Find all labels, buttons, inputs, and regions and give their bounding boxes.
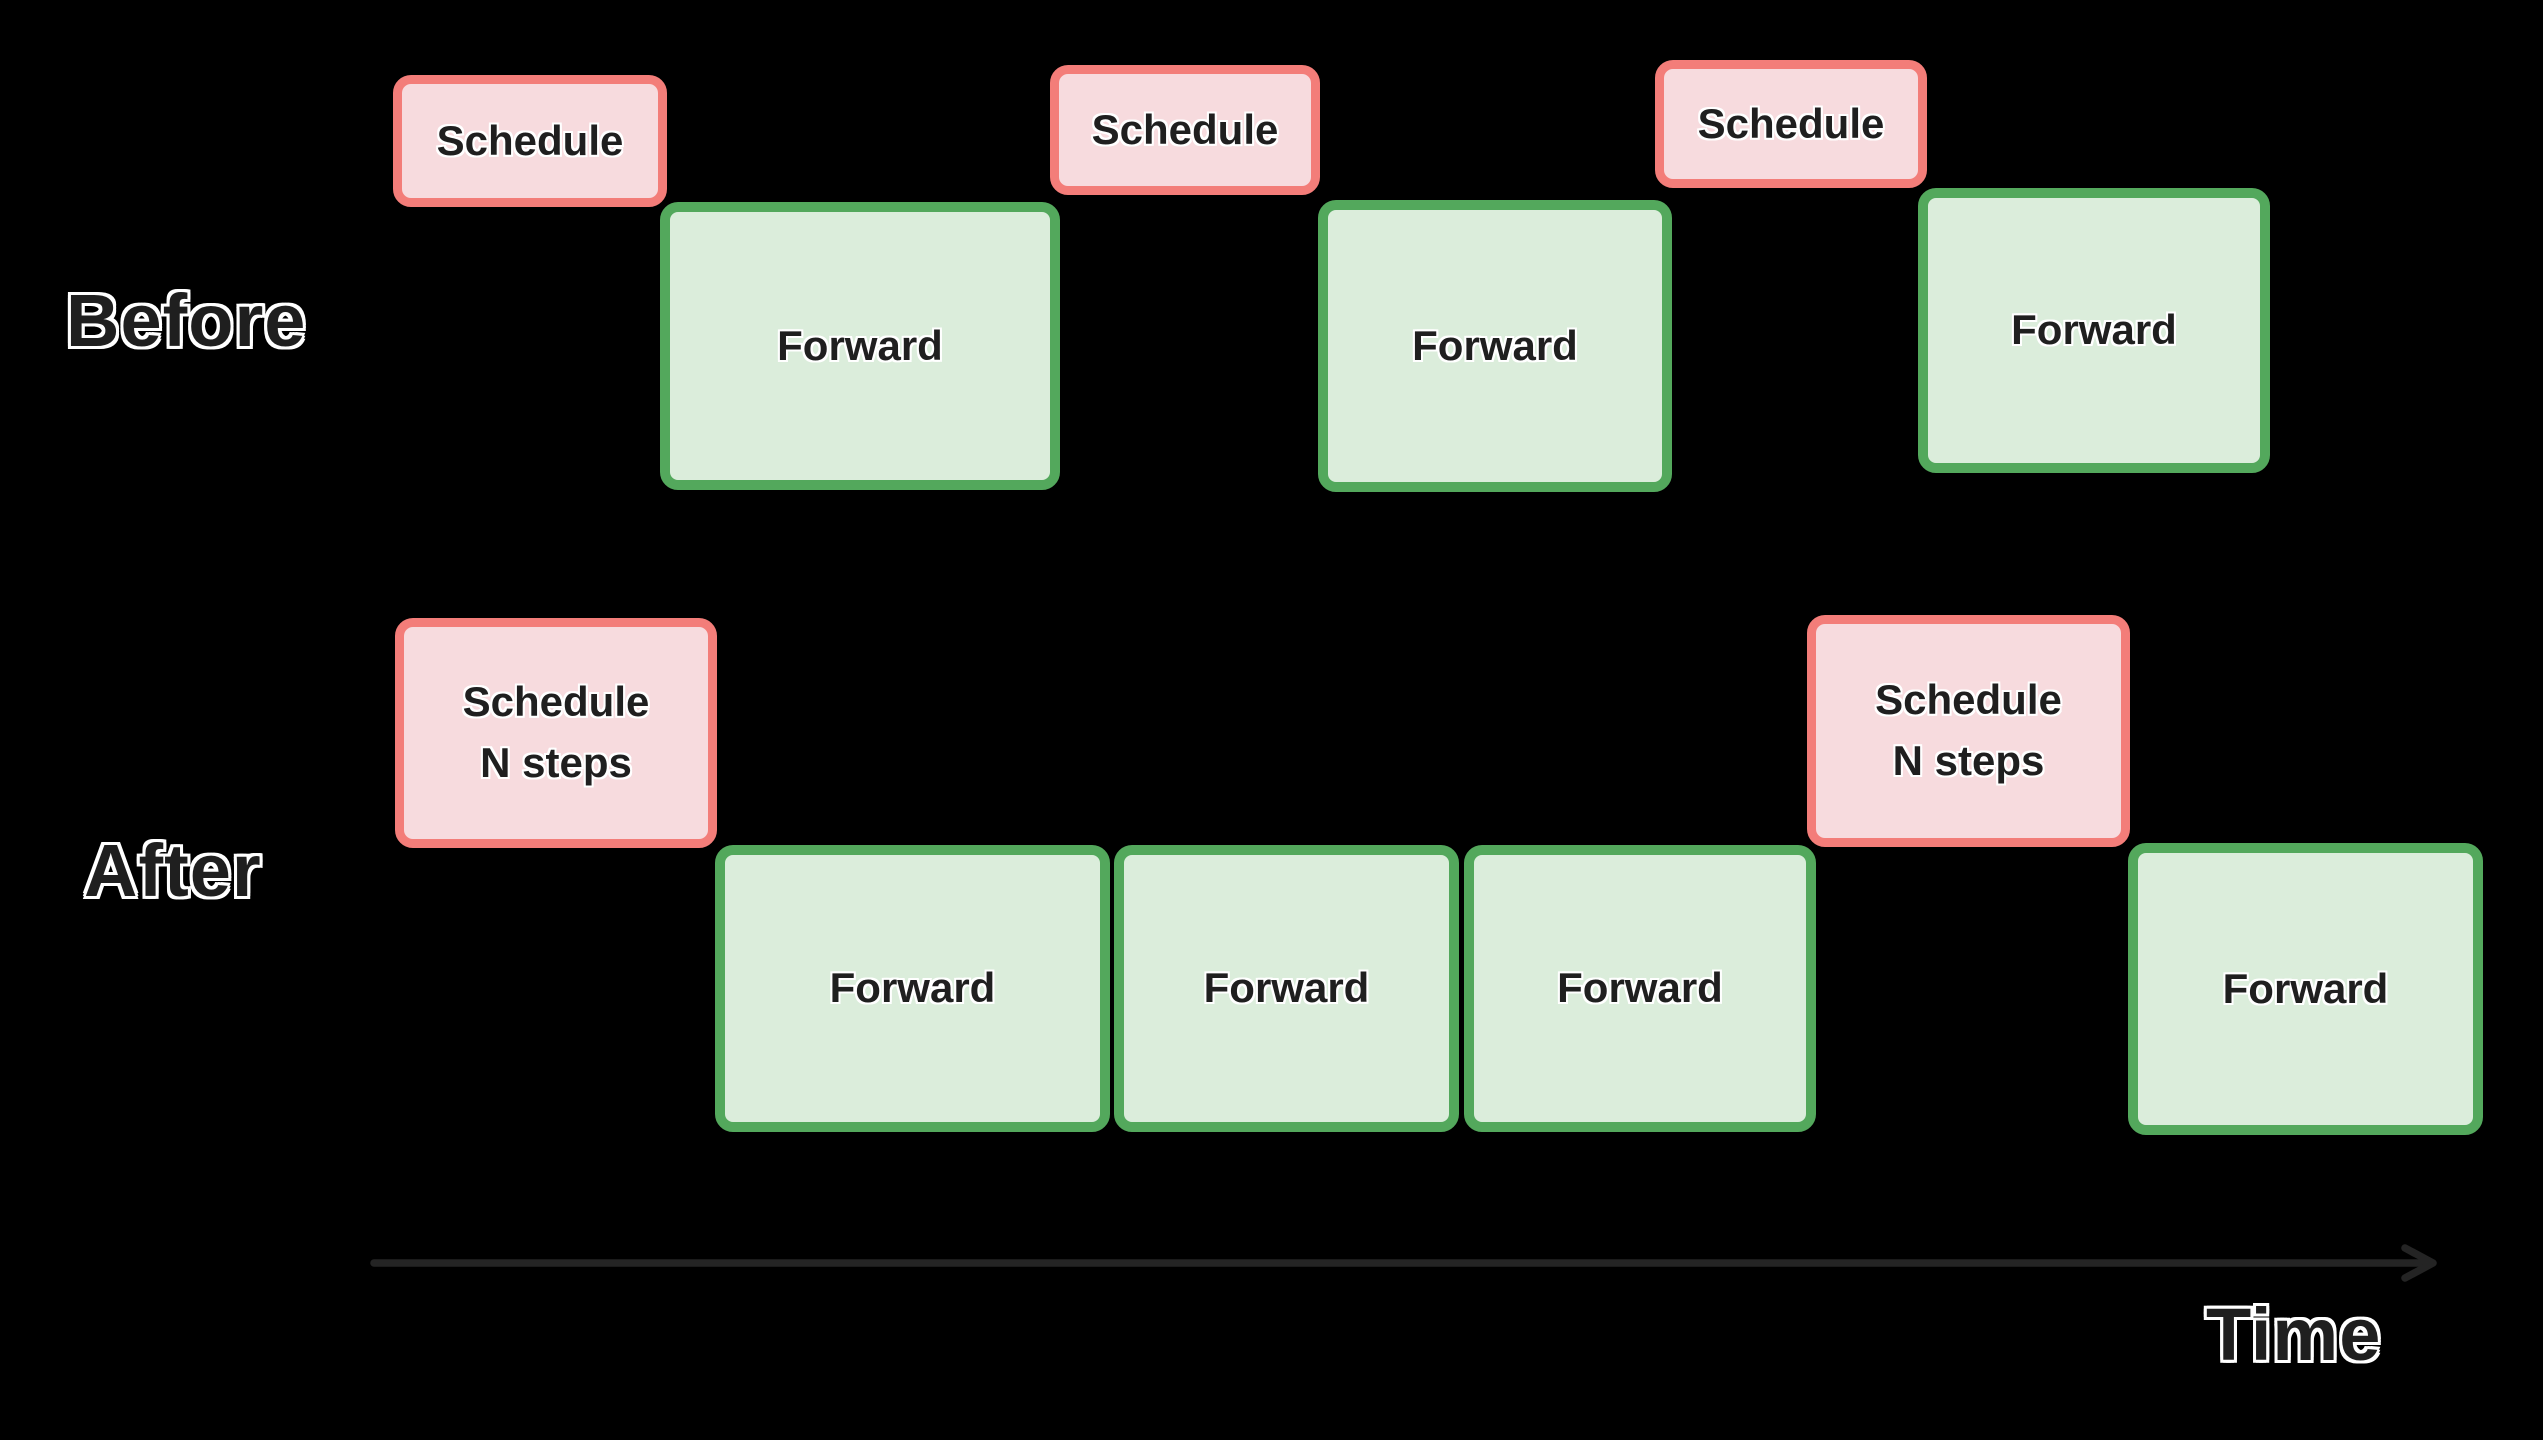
forward-box-before: Forward (1918, 188, 2270, 473)
box-label: Forward (1203, 964, 1370, 1012)
box-label: Schedule (1875, 676, 2062, 724)
box-label: N steps (480, 739, 632, 786)
box-label: Forward (829, 964, 996, 1012)
box-label: Schedule (1697, 99, 1885, 147)
forward-box-after: Forward (2128, 843, 2483, 1135)
forward-box-after: Forward (1464, 845, 1816, 1132)
forward-box-before: Forward (1318, 200, 1672, 492)
after-row-label: After (84, 829, 262, 912)
schedule-box-before: Schedule (1655, 60, 1927, 188)
box-label: Schedule (436, 116, 624, 164)
forward-box-after: Forward (715, 845, 1110, 1132)
forward-box-before: Forward (660, 202, 1060, 490)
schedule-box-after: Schedule N steps (395, 618, 717, 848)
box-label: Forward (1412, 321, 1578, 369)
time-axis-label: Time (2206, 1293, 2382, 1376)
box-label: Forward (1557, 964, 1723, 1012)
box-label: N steps (1892, 737, 2045, 784)
box-label: Forward (777, 321, 943, 369)
box-label: Forward (2011, 306, 2177, 354)
schedule-box-before: Schedule (1050, 65, 1320, 195)
box-label: Forward (2222, 964, 2389, 1012)
before-row-label: Before (66, 279, 307, 362)
box-label: Schedule (1091, 105, 1279, 153)
schedule-box-before: Schedule (393, 75, 667, 207)
schedule-box-after: Schedule N steps (1807, 615, 2130, 847)
box-label: Schedule (462, 678, 650, 726)
forward-box-after: Forward (1114, 845, 1459, 1132)
